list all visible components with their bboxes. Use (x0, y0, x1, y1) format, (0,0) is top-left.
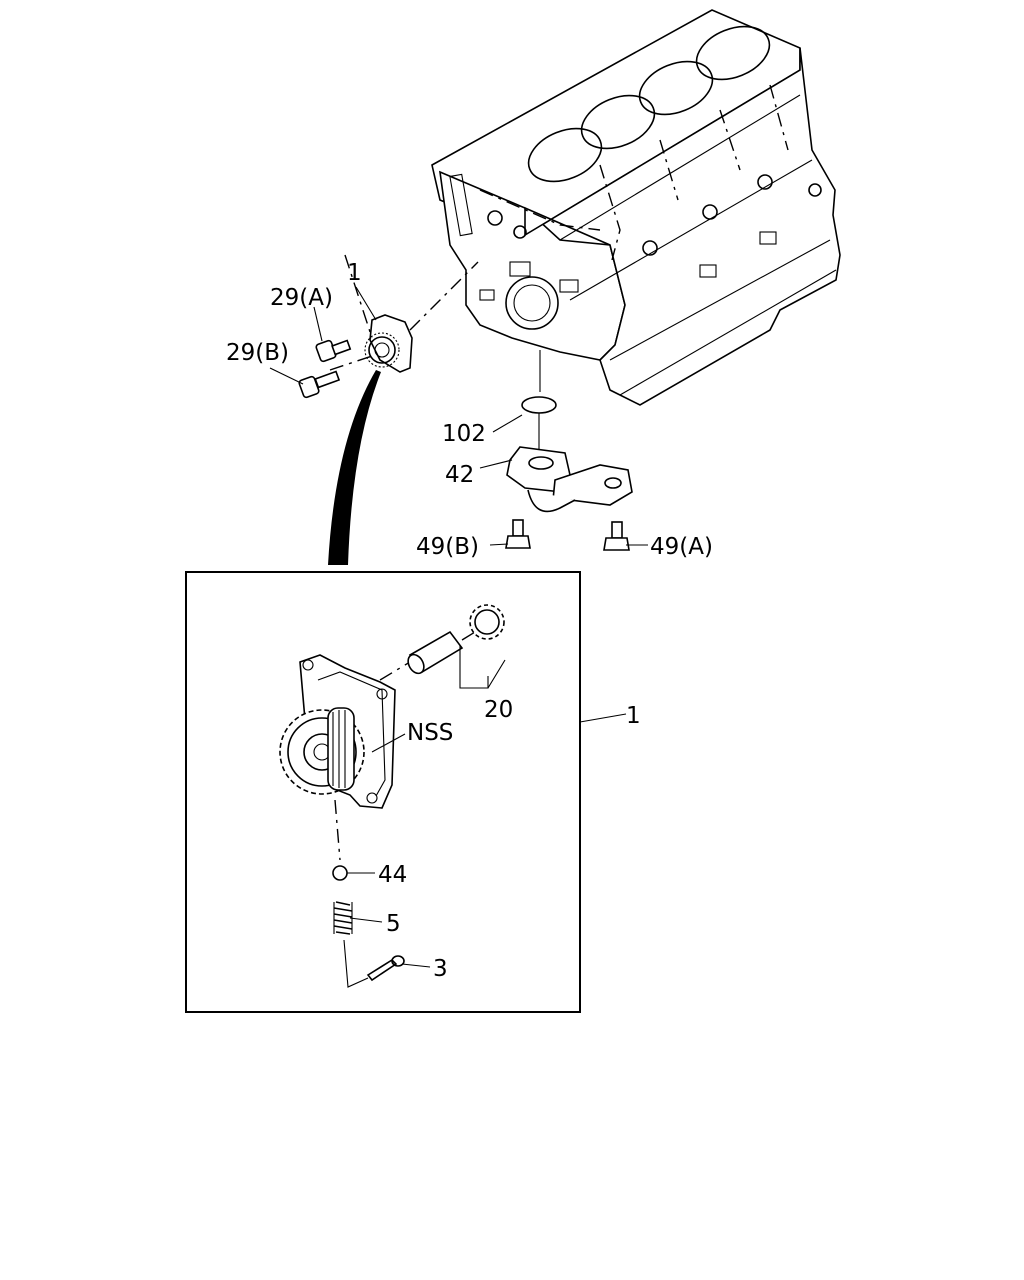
shaft-and-gear-20 (379, 604, 506, 689)
engine-block (431, 9, 841, 406)
oil-pump-detail (279, 654, 396, 809)
bolt-49b (505, 519, 531, 549)
cotter-pin-3 (343, 939, 405, 988)
detail-box (185, 571, 581, 1013)
label-pump-top: 1 (347, 260, 362, 286)
detail-pointer (328, 370, 381, 565)
label-strainer-42: 42 (445, 462, 474, 488)
ball-44 (332, 799, 348, 881)
label-oring-102: 102 (442, 421, 486, 447)
label-bolt-49b: 49(B) (416, 534, 479, 560)
bolt-29a (315, 254, 373, 363)
label-nss: NSS (407, 720, 453, 746)
oil-pump-mounted (364, 261, 479, 373)
label-spring-5: 5 (386, 911, 401, 937)
oil-strainer-42 (506, 446, 633, 513)
label-pump-detail: 1 (626, 703, 641, 729)
bolt-29b (298, 355, 373, 399)
o-ring-102 (521, 350, 557, 455)
label-bolt-49a: 49(A) (650, 534, 713, 560)
label-ball-44: 44 (378, 862, 407, 888)
label-bolt-29b: 29(B) (226, 340, 289, 366)
spring-5 (333, 901, 353, 935)
label-bolt-29a: 29(A) (270, 285, 333, 311)
label-gear-20: 20 (484, 697, 513, 723)
bolt-49a (603, 521, 630, 551)
label-pin-3: 3 (433, 956, 448, 982)
leader-lines (269, 286, 648, 968)
